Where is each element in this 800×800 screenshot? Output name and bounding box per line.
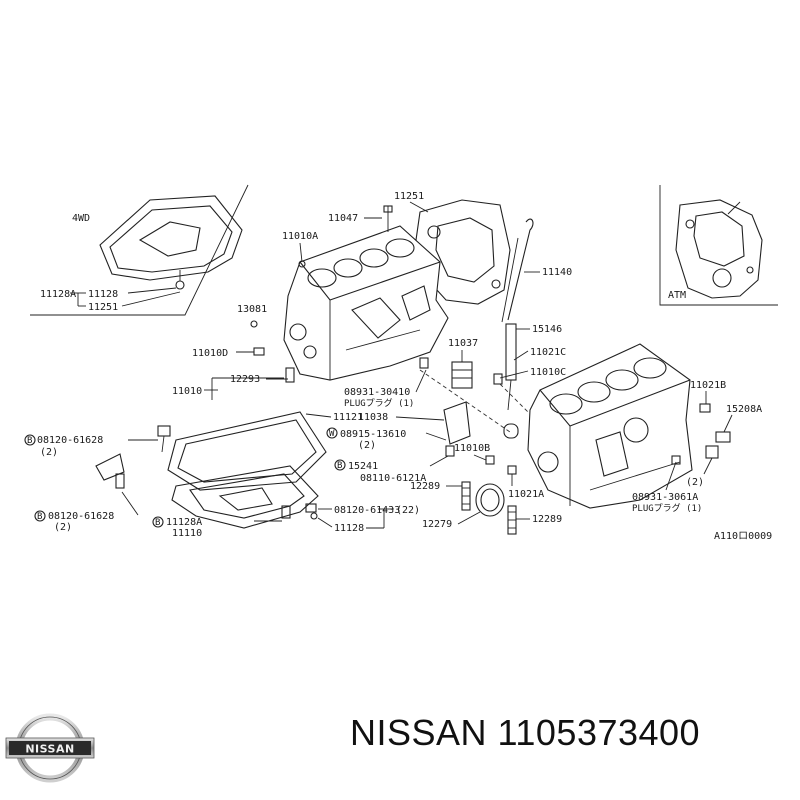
part-number-title: NISSAN 1105373400 (350, 712, 701, 753)
oil-pan-gasket (167, 411, 327, 491)
callout-11021b: 11021B (690, 380, 726, 391)
callout-11010c: 11010C (530, 367, 566, 378)
reference-code: A110ロ0009 (714, 531, 772, 542)
bearing-cap-seal-b (507, 505, 517, 535)
cylinder-block-upper (283, 225, 449, 381)
callout-13081: 13081 (237, 304, 267, 315)
four-wd-inset: 4WD (30, 184, 249, 316)
svg-text:B: B (27, 436, 32, 446)
callout-08931-3061a: 08931-3061A (632, 492, 698, 503)
callout-11021c: 11021C (530, 347, 566, 358)
svg-text:B: B (337, 461, 342, 471)
callout-08915-13610-qty: (2) (358, 440, 376, 451)
callout-08120-61433-qty: 11110 (172, 528, 202, 539)
callout-15146: 15146 (532, 324, 562, 335)
callout-11010b: 11010B (454, 443, 490, 454)
callout-11110: (22) (396, 505, 420, 516)
callout-11021a: 11021A (508, 489, 544, 500)
callout-11128a-4wd: 11128 (88, 289, 118, 300)
callout-11038: 11038 (358, 412, 388, 423)
dipstick-guide (505, 323, 517, 411)
callout-11128-4wd: 11251 (88, 302, 118, 313)
callout-12289-a: 12289 (410, 481, 440, 492)
nissan-logo-text: NISSAN (25, 743, 74, 756)
callout-11010: 11010 (172, 386, 202, 397)
oil-pump (451, 361, 473, 389)
atm-inset: ATM (659, 185, 778, 306)
rear-seal (475, 483, 505, 517)
nissan-logo: NISSAN (5, 713, 95, 783)
callout-15208a: 15208A (726, 404, 762, 415)
svg-text:B: B (37, 512, 42, 522)
callout-08120-61433: 11128A (166, 517, 202, 528)
callout-12289-b: 12289 (532, 514, 562, 525)
four-wd-label: 4WD (72, 213, 90, 224)
callout-08120-61628-b: 08120-61628 (48, 511, 114, 522)
callout-08915-13610: 08915-13610 (340, 429, 406, 440)
callout-11128: 11128 (334, 523, 364, 534)
callout-08931-3061a-plug: PLUGプラグ (1) (632, 502, 702, 514)
svg-text:W: W (329, 429, 335, 439)
callout-11140: 11140 (542, 267, 572, 278)
svg-text:B: B (155, 518, 160, 528)
callout-11110-4wd: 11128A (40, 289, 76, 300)
atm-label: ATM (668, 290, 686, 301)
callout-11128a: 08120-61433 (334, 505, 400, 516)
callout-08120-61628-a-qty: (2) (40, 447, 58, 458)
callout-11037: 11037 (448, 338, 478, 349)
callout-11010a: 11010A (282, 231, 318, 242)
callout-08110-6121a: 15241 (348, 461, 378, 472)
callout-11121: 11121 (333, 412, 363, 423)
oil-strainer (443, 401, 471, 445)
bearing-cap-seal-a (461, 481, 471, 511)
callout-11010d: 11010D (192, 348, 228, 359)
callout-12293: 12293 (230, 374, 260, 385)
callout-12279: 12279 (422, 519, 452, 530)
callout-08931-30410: 08931-30410 (344, 387, 410, 398)
callout-11047: 11047 (328, 213, 358, 224)
callout-08120-61628-a: 08120-61628 (37, 435, 103, 446)
callout-11251: 11251 (394, 191, 424, 202)
callout-08120-61628-b-qty: (2) (54, 522, 72, 533)
callout-08110-6121a-qty: 08110-6121A (360, 473, 426, 484)
cylinder-block-main (527, 343, 693, 509)
callout-15241: (2) (686, 477, 704, 488)
callout-08931-30410-plug: PLUGプラグ (1) (344, 397, 414, 409)
dipstick (501, 218, 534, 323)
